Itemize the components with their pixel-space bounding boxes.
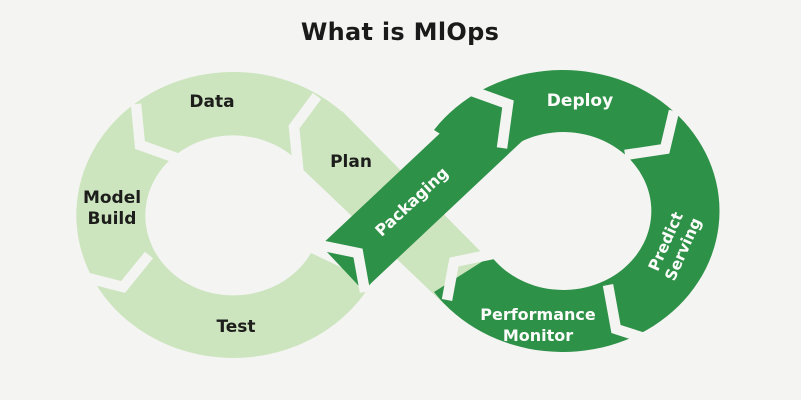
- chevron-separator-monitor-bridge: [441, 248, 495, 301]
- stage-label-plan: Plan: [330, 152, 372, 172]
- stage-label-test: Test: [216, 317, 255, 337]
- stage-label-deploy: Deploy: [547, 91, 613, 111]
- chevron-separator-plan-data: [288, 92, 322, 178]
- stage-label-model-build-line2: Build: [88, 209, 137, 229]
- stage-label-model-build-line1: Model: [83, 188, 141, 208]
- page-title: What is MlOps: [301, 18, 499, 46]
- stage-label-data: Data: [189, 92, 234, 112]
- stage-label-monitor-line1: Performance: [480, 305, 596, 324]
- stage-label-monitor-line2: Monitor: [503, 326, 573, 345]
- stage-label-model-build: Model Build: [83, 188, 141, 229]
- packaging-band: [320, 87, 532, 291]
- chevron-separator-deploy-predict: [624, 109, 680, 161]
- chevron-separator-data-modelbuild: [130, 103, 181, 164]
- chevron-separator-test-packaging: [317, 239, 371, 293]
- chevron-separator-predict-monitor: [602, 284, 646, 343]
- chevron-separator-modelbuild-test: [82, 251, 154, 293]
- chevron-separator-packaging-deploy: [470, 86, 514, 149]
- stage-label-performance-monitor: Performance Monitor: [480, 305, 596, 345]
